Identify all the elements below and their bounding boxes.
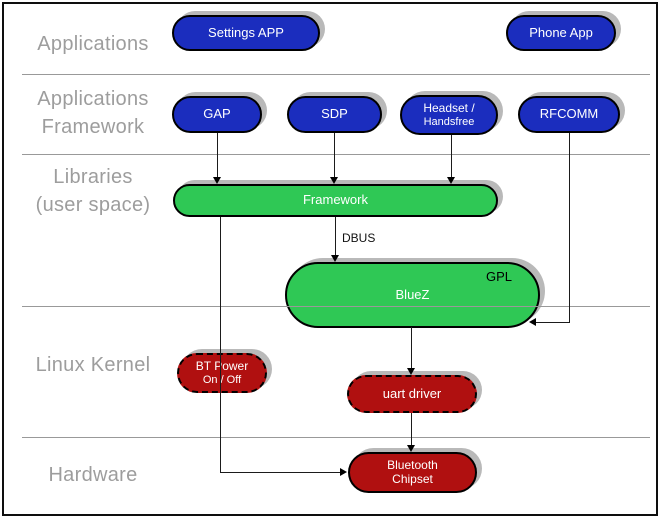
node-bluetooth-chipset: Bluetooth Chipset: [348, 452, 477, 493]
node-headset-handsfree: Headset / Handsfree: [400, 95, 498, 135]
node-label: Phone App: [529, 24, 593, 40]
outer-border: [2, 2, 658, 516]
node-label: BlueZ: [395, 286, 430, 302]
edge-uart-chipset-line: [411, 413, 412, 446]
divider-framework-libraries: [22, 154, 650, 155]
node-rfcomm: RFCOMM: [518, 96, 620, 133]
node-label-line1: Bluetooth: [387, 457, 438, 472]
node-label-line2: Chipset: [392, 471, 433, 486]
edge-framework-chipset-vline: [220, 217, 221, 473]
node-label: GAP: [203, 106, 231, 122]
layer-label-applications: Applications: [12, 30, 174, 58]
node-label: RFCOMM: [539, 106, 599, 122]
edge-bluez-uart-line: [411, 327, 412, 369]
arrowhead-uart-chipset: [407, 445, 415, 452]
node-uart-driver: uart driver: [347, 375, 477, 413]
arrowhead-gap-framework: [213, 177, 221, 184]
node-label-line1: Headset /: [423, 100, 475, 115]
layer-label-line: Applications: [37, 33, 149, 55]
layer-label-line: (user space): [35, 194, 151, 216]
edge-framework-bluez-line: [335, 217, 336, 256]
layer-label-line: Applications: [37, 88, 149, 110]
dbus-edge-label: DBUS: [342, 231, 376, 245]
node-phone-app: Phone App: [506, 15, 616, 51]
arrowhead-framework-bluez: [331, 255, 339, 262]
layer-label-linux-kernel: Linux Kernel: [12, 351, 174, 379]
node-label-line2: On / Off: [202, 373, 242, 386]
edge-framework-chipset-hline: [220, 472, 340, 473]
divider-libraries-kernel: [22, 306, 650, 307]
edge-sdp-framework-line: [334, 133, 335, 178]
node-label-line1: BT Power: [195, 358, 249, 373]
node-gap: GAP: [172, 96, 262, 133]
node-framework: Framework: [173, 184, 498, 217]
edge-rfcomm-bluez-vline: [569, 133, 570, 323]
divider-kernel-hardware: [22, 437, 650, 438]
node-bt-power: BT Power On / Off: [177, 353, 267, 393]
layer-label-hardware: Hardware: [12, 461, 174, 489]
gpl-badge: GPL: [485, 269, 512, 284]
layer-label-line: Libraries: [53, 166, 133, 188]
edge-gap-framework-line: [217, 133, 218, 178]
node-label-line2: Handsfree: [423, 115, 475, 128]
layer-label-libraries: Libraries (user space): [12, 163, 174, 219]
node-label: Framework: [302, 192, 368, 208]
edge-rfcomm-bluez-hline: [536, 322, 570, 323]
layer-label-line: Hardware: [48, 464, 138, 486]
layer-label-applications-framework: Applications Framework: [12, 85, 174, 141]
arrowhead-bluez-uart: [407, 368, 415, 375]
node-settings-app: Settings APP: [172, 15, 320, 51]
arrowhead-rfcomm-bluez: [529, 318, 536, 326]
arrowhead-headset-framework: [447, 177, 455, 184]
node-sdp: SDP: [287, 96, 382, 133]
node-label: SDP: [321, 106, 348, 122]
edge-headset-framework-line: [451, 135, 452, 178]
arrowhead-sdp-framework: [330, 177, 338, 184]
arrowhead-framework-chipset: [340, 468, 347, 476]
layer-label-line: Framework: [41, 116, 145, 138]
layer-label-line: Linux Kernel: [35, 354, 151, 376]
divider-applications-framework: [22, 74, 650, 75]
node-label: Settings APP: [208, 24, 284, 40]
node-bluez: GPL BlueZ: [285, 262, 540, 328]
node-label: uart driver: [382, 385, 442, 401]
